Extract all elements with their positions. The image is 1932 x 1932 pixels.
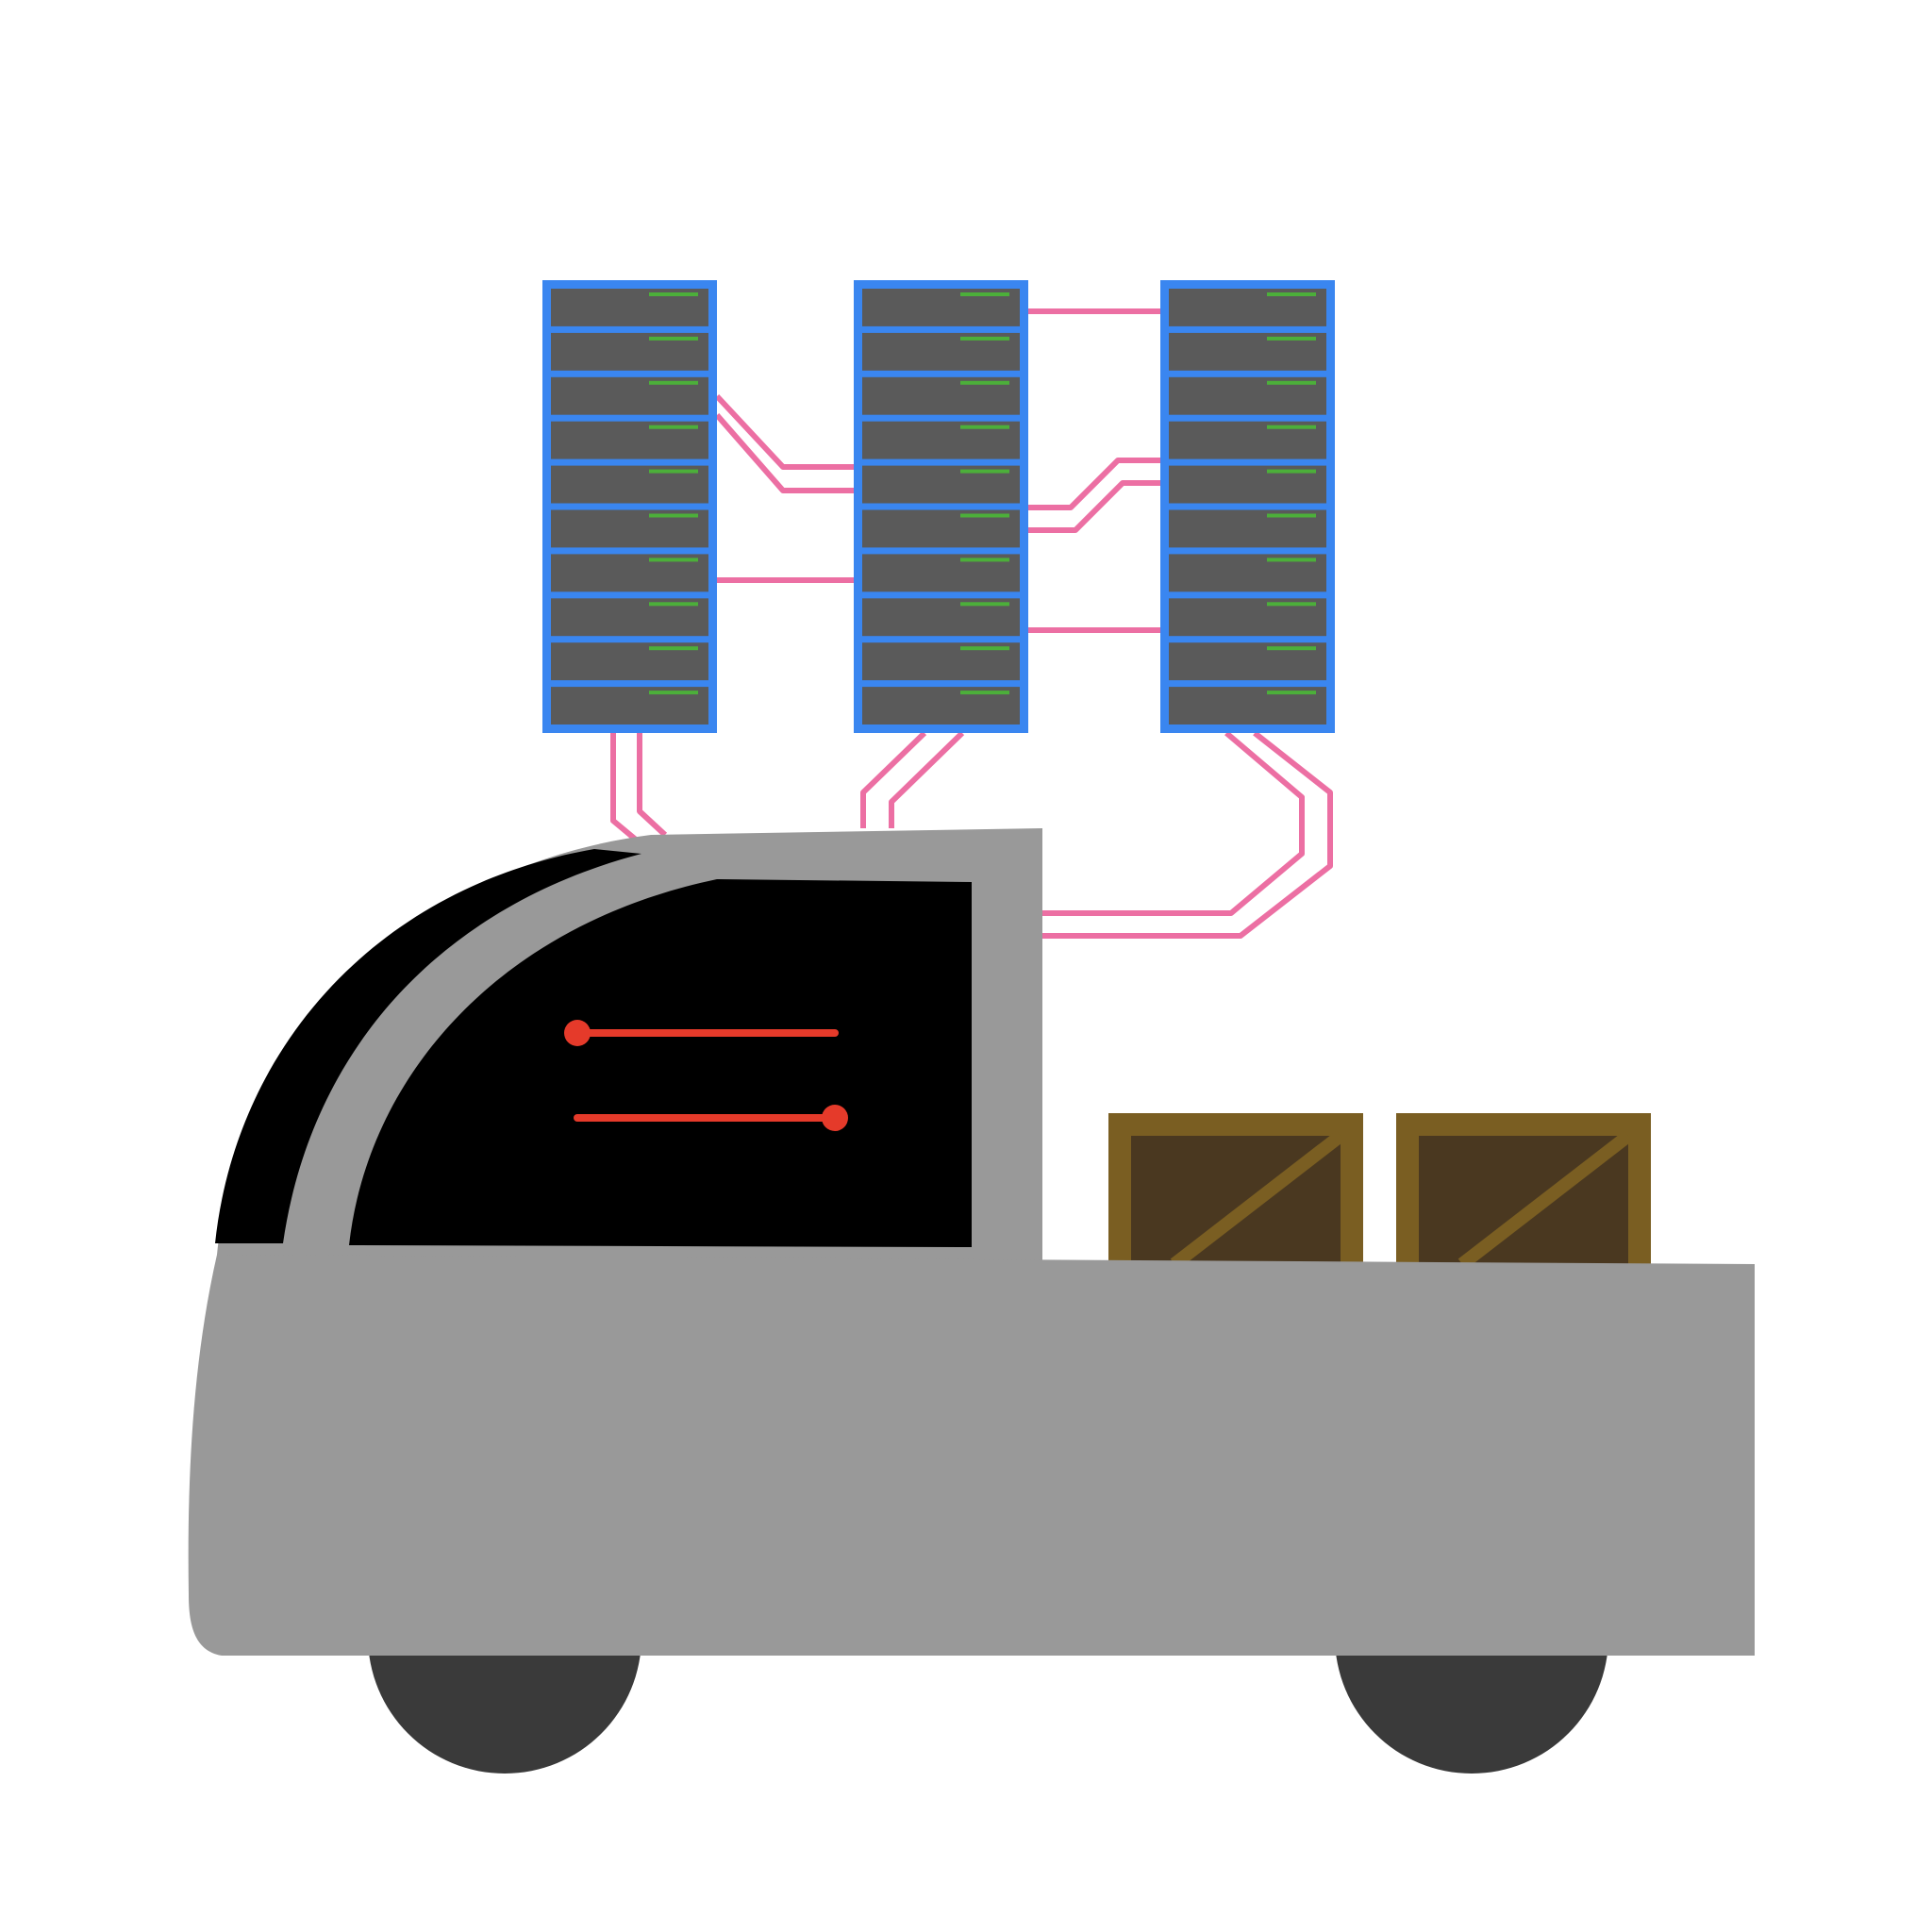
server-led <box>960 646 1009 651</box>
server-led <box>649 513 698 518</box>
server-led <box>960 513 1009 518</box>
server-led <box>649 558 698 562</box>
server-led <box>649 292 698 296</box>
server-led <box>1267 513 1316 518</box>
server-led <box>649 380 698 385</box>
server-led <box>649 469 698 474</box>
server-led <box>649 691 698 695</box>
truck-front-shade <box>215 849 641 1243</box>
truck-windshield <box>349 879 972 1247</box>
server-led <box>1267 646 1316 651</box>
server-led <box>1267 336 1316 341</box>
rack-middle <box>854 280 1028 733</box>
rack-left <box>542 280 717 733</box>
server-led <box>1267 380 1316 385</box>
cable-11 <box>889 730 965 828</box>
server-led <box>960 292 1009 296</box>
cargo-crates <box>1108 1113 1651 1270</box>
cable-6 <box>1028 480 1160 533</box>
cable-12 <box>1042 730 1305 916</box>
cable-5 <box>1028 458 1160 510</box>
crate <box>1396 1113 1651 1270</box>
server-led <box>1267 469 1316 474</box>
cable-1 <box>714 393 854 470</box>
server-racks <box>542 280 1335 733</box>
truck-body <box>188 1255 1755 1656</box>
windshield-wipers <box>564 1020 848 1131</box>
server-led <box>960 469 1009 474</box>
server-led <box>1267 602 1316 607</box>
cable-13 <box>1042 730 1333 939</box>
server-led <box>649 425 698 429</box>
server-led <box>1267 425 1316 429</box>
server-led <box>960 558 1009 562</box>
wiper-lower-pivot <box>822 1105 848 1131</box>
crate <box>1108 1113 1363 1270</box>
server-led <box>649 336 698 341</box>
cable-10 <box>860 730 927 828</box>
server-led <box>1267 558 1316 562</box>
server-led <box>649 646 698 651</box>
cable-8 <box>610 733 643 847</box>
network-cables <box>610 308 1333 939</box>
crate-brace <box>1170 1130 1345 1270</box>
server-led <box>1267 691 1316 695</box>
rack-right <box>1160 280 1335 733</box>
server-led <box>960 691 1009 695</box>
server-led <box>1267 292 1316 296</box>
cable-9 <box>637 733 668 838</box>
server-led <box>960 425 1009 429</box>
truck <box>188 828 1755 1774</box>
wiper-upper-pivot <box>564 1020 591 1046</box>
cable-2 <box>714 413 854 493</box>
server-led <box>960 380 1009 385</box>
server-led <box>960 602 1009 607</box>
crate-brace <box>1457 1130 1633 1270</box>
server-led <box>960 336 1009 341</box>
server-led <box>649 602 698 607</box>
